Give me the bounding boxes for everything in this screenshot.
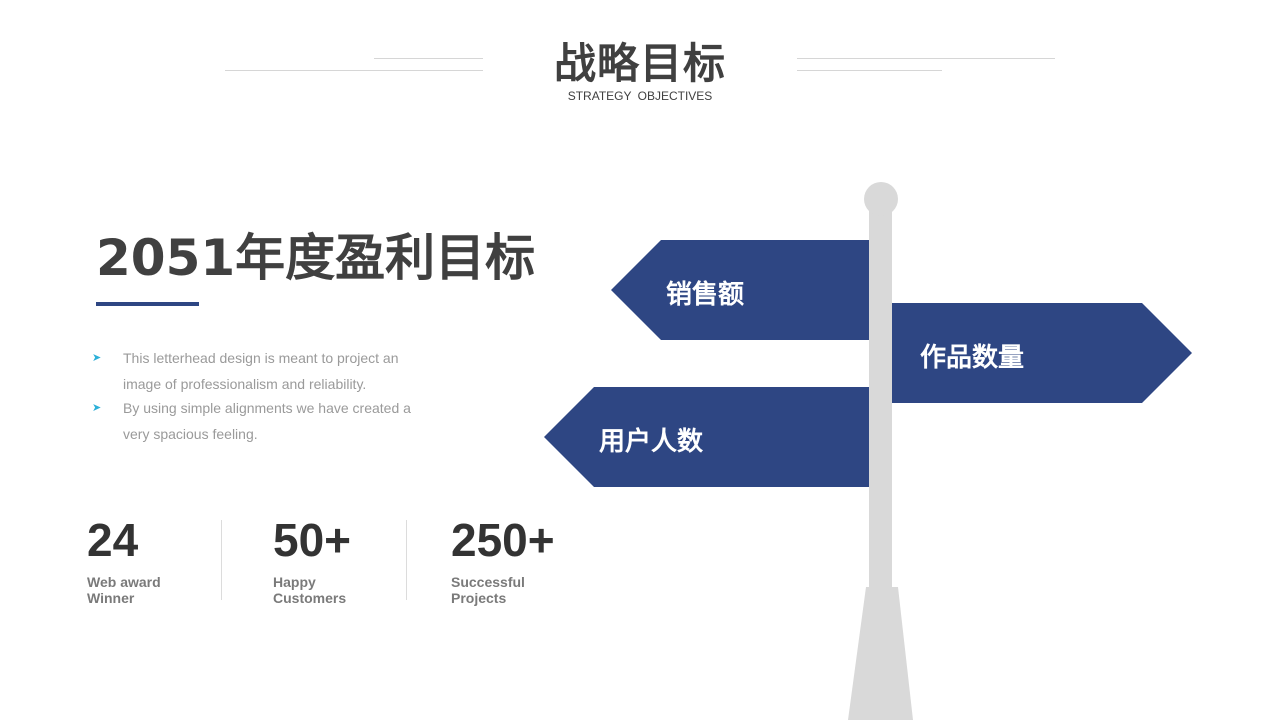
header-line-right-long bbox=[797, 58, 1055, 59]
page-title: 战略目标 bbox=[553, 39, 726, 88]
heading-underline bbox=[96, 302, 199, 306]
header-line-right-short bbox=[797, 70, 942, 71]
sign-arrow-users bbox=[544, 387, 869, 487]
bullet-text: This letterhead design is meant to proje… bbox=[123, 350, 399, 392]
sign-label-users: 用户人数 bbox=[599, 427, 704, 457]
stat-divider-1 bbox=[221, 520, 222, 600]
sign-label-works: 作品数量 bbox=[920, 343, 1025, 373]
sign-label-sales: 销售额 bbox=[666, 280, 745, 310]
signpost-pole bbox=[869, 198, 892, 588]
stat-value-projects: 250+ bbox=[451, 514, 555, 566]
header-line-left-short bbox=[374, 58, 483, 59]
bullet-item-1: ➤ This letterhead design is meant to pro… bbox=[92, 346, 422, 397]
bullet-arrow-icon: ➤ bbox=[92, 352, 102, 364]
stat-value-customers: 50+ bbox=[273, 514, 352, 566]
stat-value-awards: 24 bbox=[87, 514, 139, 566]
signpost-cap bbox=[864, 182, 898, 216]
page-subtitle: STRATEGY OBJECTIVES bbox=[567, 89, 713, 103]
sign-arrow-works bbox=[892, 303, 1192, 403]
bullet-item-2: ➤ By using simple alignments we have cre… bbox=[92, 396, 422, 447]
header-line-left-long bbox=[225, 70, 483, 71]
signpost-base bbox=[848, 587, 913, 720]
bullet-text: By using simple alignments we have creat… bbox=[123, 400, 411, 442]
bullet-arrow-icon: ➤ bbox=[92, 402, 102, 414]
sign-arrow-sales bbox=[611, 240, 869, 340]
stat-divider-2 bbox=[406, 520, 407, 600]
section-heading: 2051年度盈利目标 bbox=[96, 229, 536, 287]
